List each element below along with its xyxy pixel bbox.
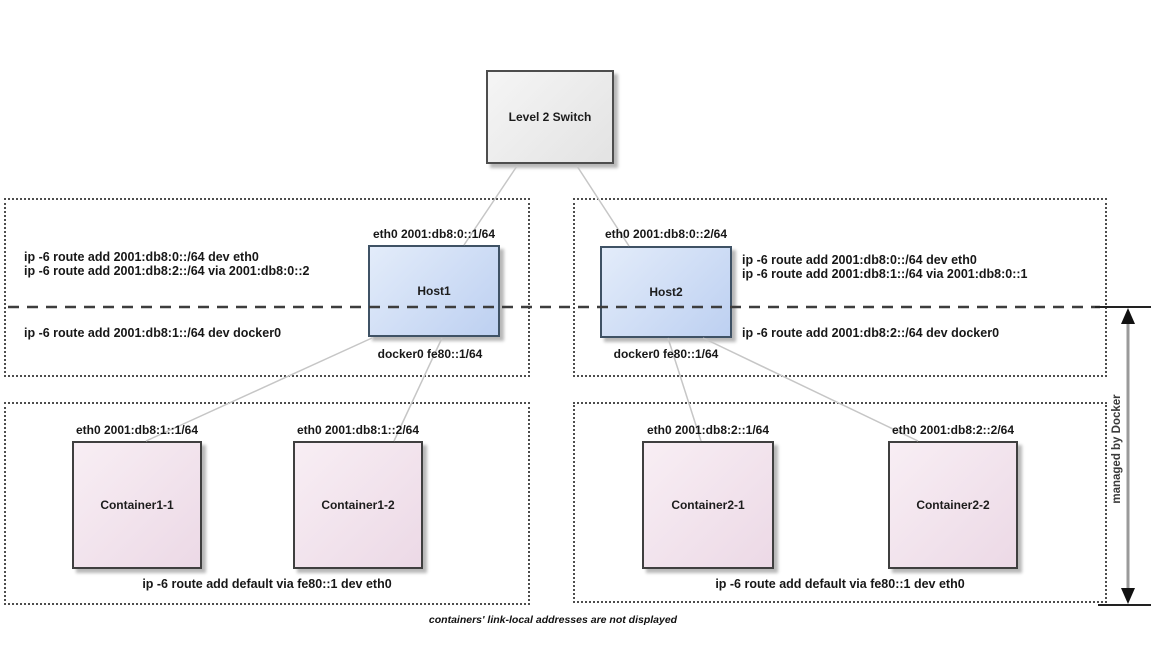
host2-eth0-address-label: eth0 2001:db8:0::2/64: [604, 227, 728, 241]
host2-docker0-address-label: docker0 fe80::1/64: [613, 347, 719, 361]
group2-default-route: ip -6 route add default via fe80::1 dev …: [715, 577, 965, 591]
host2-docker-route: ip -6 route add 2001:db8:2::/64 dev dock…: [742, 326, 1000, 340]
container1-2-node: Container1-2: [293, 441, 423, 569]
host2-eth-route-2: ip -6 route add 2001:db8:1::/64 via 2001…: [742, 267, 1028, 281]
host2-node: Host2: [600, 246, 732, 338]
container1-1-eth0-address-label: eth0 2001:db8:1::1/64: [75, 423, 199, 437]
container1-1-label: Container1-1: [100, 498, 174, 512]
host2-eth-routes: ip -6 route add 2001:db8:0::/64 dev eth0…: [742, 253, 1028, 281]
host1-eth0-address-label: eth0 2001:db8:0::1/64: [372, 227, 496, 241]
host2-label: Host2: [649, 285, 683, 299]
container1-2-eth0-address-label: eth0 2001:db8:1::2/64: [296, 423, 420, 437]
docker-scope-arrowhead-up-icon: [1121, 308, 1135, 324]
container2-1-eth0-address-label: eth0 2001:db8:2::1/64: [646, 423, 770, 437]
container2-2-label: Container2-2: [916, 498, 990, 512]
host1-label: Host1: [417, 284, 451, 298]
host1-docker-route: ip -6 route add 2001:db8:1::/64 dev dock…: [24, 326, 282, 340]
host1-eth-routes: ip -6 route add 2001:db8:0::/64 dev eth0…: [24, 250, 310, 278]
docker-scope-arrowhead-down-icon: [1121, 588, 1135, 604]
host2-eth-route-1: ip -6 route add 2001:db8:0::/64 dev eth0: [742, 253, 977, 267]
host1-eth-route-2: ip -6 route add 2001:db8:2::/64 via 2001…: [24, 264, 310, 278]
host1-eth-route-1: ip -6 route add 2001:db8:0::/64 dev eth0: [24, 250, 259, 264]
managed-by-docker-label: managed by Docker: [1111, 394, 1123, 504]
footnote-caption: containers' link-local addresses are not…: [428, 614, 678, 626]
host1-docker0-address-label: docker0 fe80::1/64: [377, 347, 483, 361]
container2-1-label: Container2-1: [671, 498, 745, 512]
group1-default-route: ip -6 route add default via fe80::1 dev …: [142, 577, 392, 591]
host1-node: Host1: [368, 245, 500, 337]
container2-1-node: Container2-1: [642, 441, 774, 569]
level2-switch-node: Level 2 Switch: [486, 70, 614, 164]
container2-2-eth0-address-label: eth0 2001:db8:2::2/64: [891, 423, 1015, 437]
level2-switch-label: Level 2 Switch: [508, 110, 592, 124]
container1-1-node: Container1-1: [72, 441, 202, 569]
container2-2-node: Container2-2: [888, 441, 1018, 569]
container1-2-label: Container1-2: [321, 498, 395, 512]
